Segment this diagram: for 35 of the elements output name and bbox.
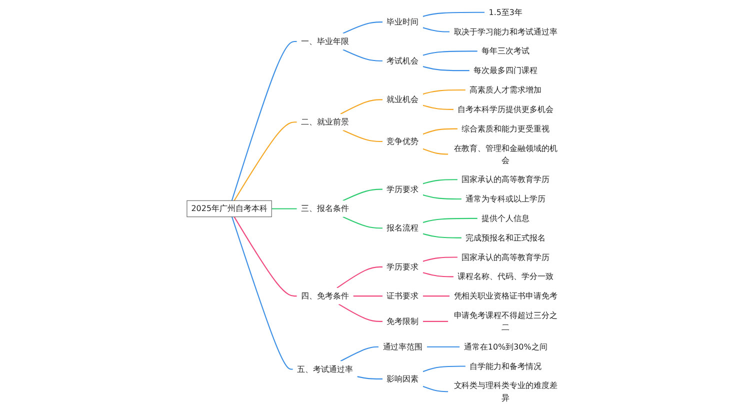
connector xyxy=(234,216,297,297)
connector xyxy=(234,122,297,201)
connector xyxy=(422,104,454,110)
connector xyxy=(422,66,470,72)
connector xyxy=(422,386,448,392)
connector xyxy=(342,188,382,202)
connector xyxy=(422,27,450,32)
connector xyxy=(422,272,454,278)
connector xyxy=(340,346,378,362)
connector xyxy=(426,346,460,348)
connector xyxy=(338,304,382,322)
connector xyxy=(422,296,450,297)
connector xyxy=(342,216,382,229)
connector xyxy=(422,256,458,262)
connector xyxy=(342,49,382,62)
connector xyxy=(422,128,458,135)
connector xyxy=(422,89,466,95)
connector xyxy=(422,320,448,322)
connector xyxy=(422,218,478,224)
connector xyxy=(422,12,484,17)
connector xyxy=(231,40,297,201)
connector xyxy=(422,50,478,56)
connector xyxy=(340,99,382,114)
connector xyxy=(231,216,293,370)
connector xyxy=(422,179,458,184)
connector xyxy=(422,194,462,200)
connector xyxy=(342,22,382,34)
connector xyxy=(357,376,382,380)
connector xyxy=(422,233,462,238)
connector xyxy=(272,208,297,210)
connector xyxy=(422,366,466,372)
connector xyxy=(336,266,382,288)
connector xyxy=(353,296,382,297)
connector xyxy=(422,148,448,155)
connector xyxy=(342,130,382,142)
